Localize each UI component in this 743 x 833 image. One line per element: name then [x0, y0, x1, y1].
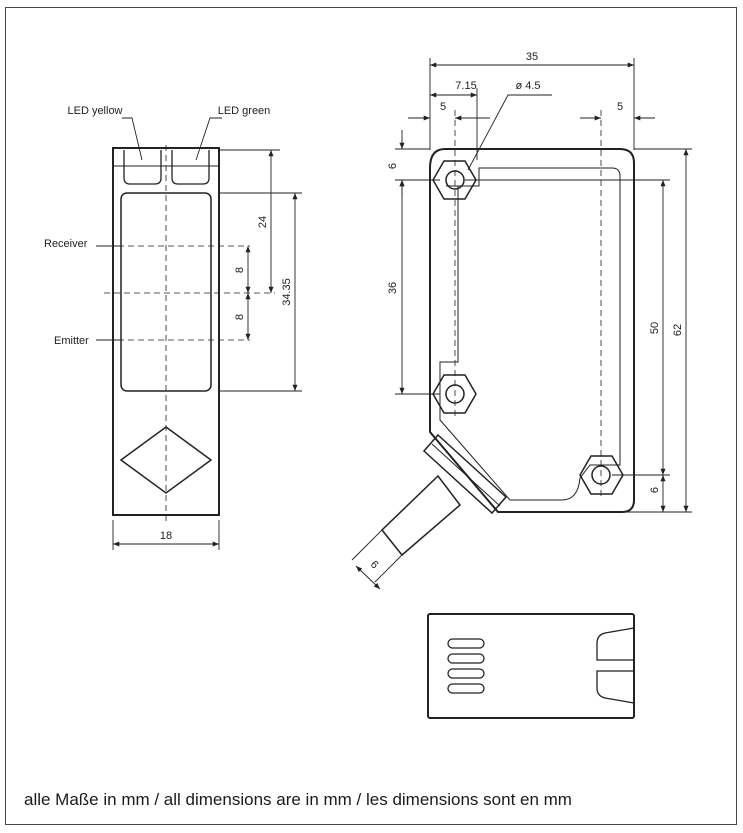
dim-bottom-margin: 6 — [649, 487, 661, 493]
dim-emitter-span: 8 — [234, 314, 246, 320]
dim-receiver-offset: 24 — [257, 216, 269, 228]
vent-slot-1 — [447, 638, 485, 649]
dim-hole-right-edge: 5 — [617, 101, 623, 113]
led-green-label: LED green — [218, 105, 271, 117]
dim-hole-spacing-right: 50 — [649, 322, 661, 334]
led-green-window — [171, 150, 210, 185]
dim-hole-spacing-left: 36 — [387, 282, 399, 294]
dim-front-width: 18 — [160, 530, 172, 542]
dim-cable-diameter: 6 — [368, 558, 381, 571]
drawing-frame — [5, 7, 737, 825]
dim-lens-height: 34.35 — [281, 278, 293, 306]
dim-total-width: 35 — [526, 51, 538, 63]
units-note: alle Maße in mm / all dimensions are in … — [24, 790, 572, 809]
dim-receiver-span: 8 — [234, 267, 246, 273]
front-view — [96, 117, 275, 525]
front-dimensions — [112, 149, 302, 550]
diamond-mark — [119, 426, 213, 494]
side-housing — [429, 148, 635, 513]
led-yellow-label: LED yellow — [67, 105, 122, 117]
dim-hole-diameter: ø 4.5 — [515, 80, 540, 92]
vent-slot-2 — [447, 653, 485, 664]
side-inner-outline — [439, 167, 621, 501]
emitter-label: Emitter — [54, 335, 89, 347]
cable — [380, 474, 462, 557]
dim-hole-offset: 7.15 — [455, 80, 476, 92]
led-window-top — [596, 627, 635, 661]
top-housing — [427, 613, 635, 719]
led-yellow-window — [123, 150, 162, 185]
vent-slot-3 — [447, 668, 485, 679]
connector — [422, 433, 508, 515]
top-view — [427, 613, 635, 719]
lens-window — [120, 192, 212, 392]
side-view — [380, 110, 635, 557]
dim-hole-left-edge: 5 — [440, 101, 446, 113]
vent-slot-4 — [447, 683, 485, 694]
led-window-bottom — [596, 670, 635, 704]
side-dimensions — [351, 58, 692, 590]
dim-total-height: 62 — [672, 324, 684, 336]
dim-top-margin: 6 — [387, 163, 399, 169]
receiver-label: Receiver — [44, 238, 88, 250]
